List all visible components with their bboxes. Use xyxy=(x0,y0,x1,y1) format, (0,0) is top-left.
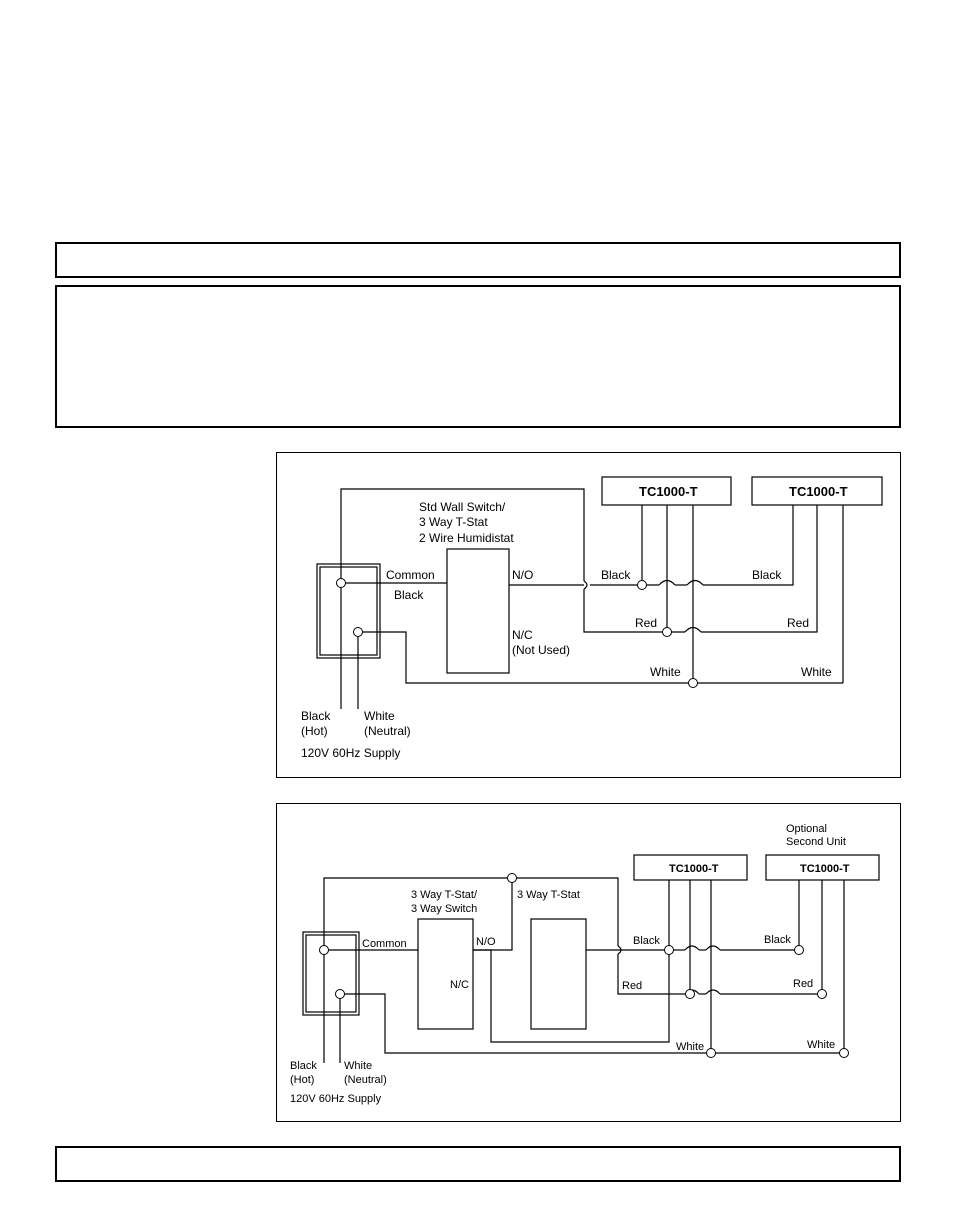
common-label: Common xyxy=(362,938,407,950)
unit-b-label: TC1000-T xyxy=(800,863,850,875)
red-a-label: Red xyxy=(635,616,657,630)
switch-label-2: 3 Way T-Stat xyxy=(419,515,488,529)
no-label: N/O xyxy=(476,936,496,948)
supply-hot-label: (Hot) xyxy=(290,1074,314,1086)
switch1-label-2: 3 Way Switch xyxy=(411,903,477,915)
supply-neutral-label: (Neutral) xyxy=(364,724,411,738)
supply-neutral-label: (Neutral) xyxy=(344,1074,387,1086)
unit-b-label: TC1000-T xyxy=(789,484,848,499)
no-label: N/O xyxy=(512,568,533,582)
tc1000-unit-a xyxy=(633,854,748,881)
intro-box xyxy=(55,285,901,428)
supply-label: 120V 60Hz Supply xyxy=(290,1093,382,1105)
wiring-diagram-1: TC1000-T TC1000-T Std Wall Switch/ 3 Way… xyxy=(276,452,901,778)
white-b-label: White xyxy=(807,1039,835,1051)
switch-label-3: 2 Wire Humidistat xyxy=(419,531,514,545)
white-a-label: White xyxy=(676,1041,704,1053)
switch-label-1: Std Wall Switch/ xyxy=(419,500,506,514)
junction-box xyxy=(316,563,381,659)
switch1-label-1: 3 Way T-Stat/ xyxy=(411,889,478,901)
wiring-diagram-2: Optional Second Unit TC1000-T TC1000-T 3… xyxy=(276,803,901,1122)
black-b-label: Black xyxy=(752,568,782,582)
unit-a-label: TC1000-T xyxy=(639,484,698,499)
wiring-diagram-2-svg: Optional Second Unit TC1000-T TC1000-T 3… xyxy=(290,823,880,1105)
supply-white-label: White xyxy=(364,709,395,723)
wiring-diagram-1-svg: TC1000-T TC1000-T Std Wall Switch/ 3 Way… xyxy=(301,476,883,760)
optional-label-2: Second Unit xyxy=(786,836,846,848)
nc-label: N/C xyxy=(450,979,469,991)
black-b-label: Black xyxy=(764,934,791,946)
red-b-label: Red xyxy=(793,978,813,990)
switch2-label: 3 Way T-Stat xyxy=(517,889,580,901)
black-common-label: Black xyxy=(394,588,424,602)
black-a-label: Black xyxy=(633,935,660,947)
supply-white-label: White xyxy=(344,1060,372,1072)
red-b-label: Red xyxy=(787,616,809,630)
wall-switch xyxy=(446,548,510,674)
tc1000-unit-b xyxy=(765,854,880,881)
header-box xyxy=(55,242,901,278)
supply-hot-label: (Hot) xyxy=(301,724,328,738)
supply-label: 120V 60Hz Supply xyxy=(301,746,400,760)
unit-a-label: TC1000-T xyxy=(669,863,719,875)
nc-note: (Not Used) xyxy=(512,643,570,657)
footer-box xyxy=(55,1146,901,1182)
optional-label-1: Optional xyxy=(786,823,827,835)
nc-label: N/C xyxy=(512,628,533,642)
black-a-label: Black xyxy=(601,568,631,582)
junction-box xyxy=(302,931,360,1016)
white-a-label: White xyxy=(650,665,681,679)
three-way-switch-2 xyxy=(530,918,587,1030)
supply-black-label: Black xyxy=(301,709,331,723)
three-way-switch-1 xyxy=(417,918,474,1030)
red-a-label: Red xyxy=(622,980,642,992)
supply-black-label: Black xyxy=(290,1060,317,1072)
common-label: Common xyxy=(386,568,435,582)
white-b-label: White xyxy=(801,665,832,679)
